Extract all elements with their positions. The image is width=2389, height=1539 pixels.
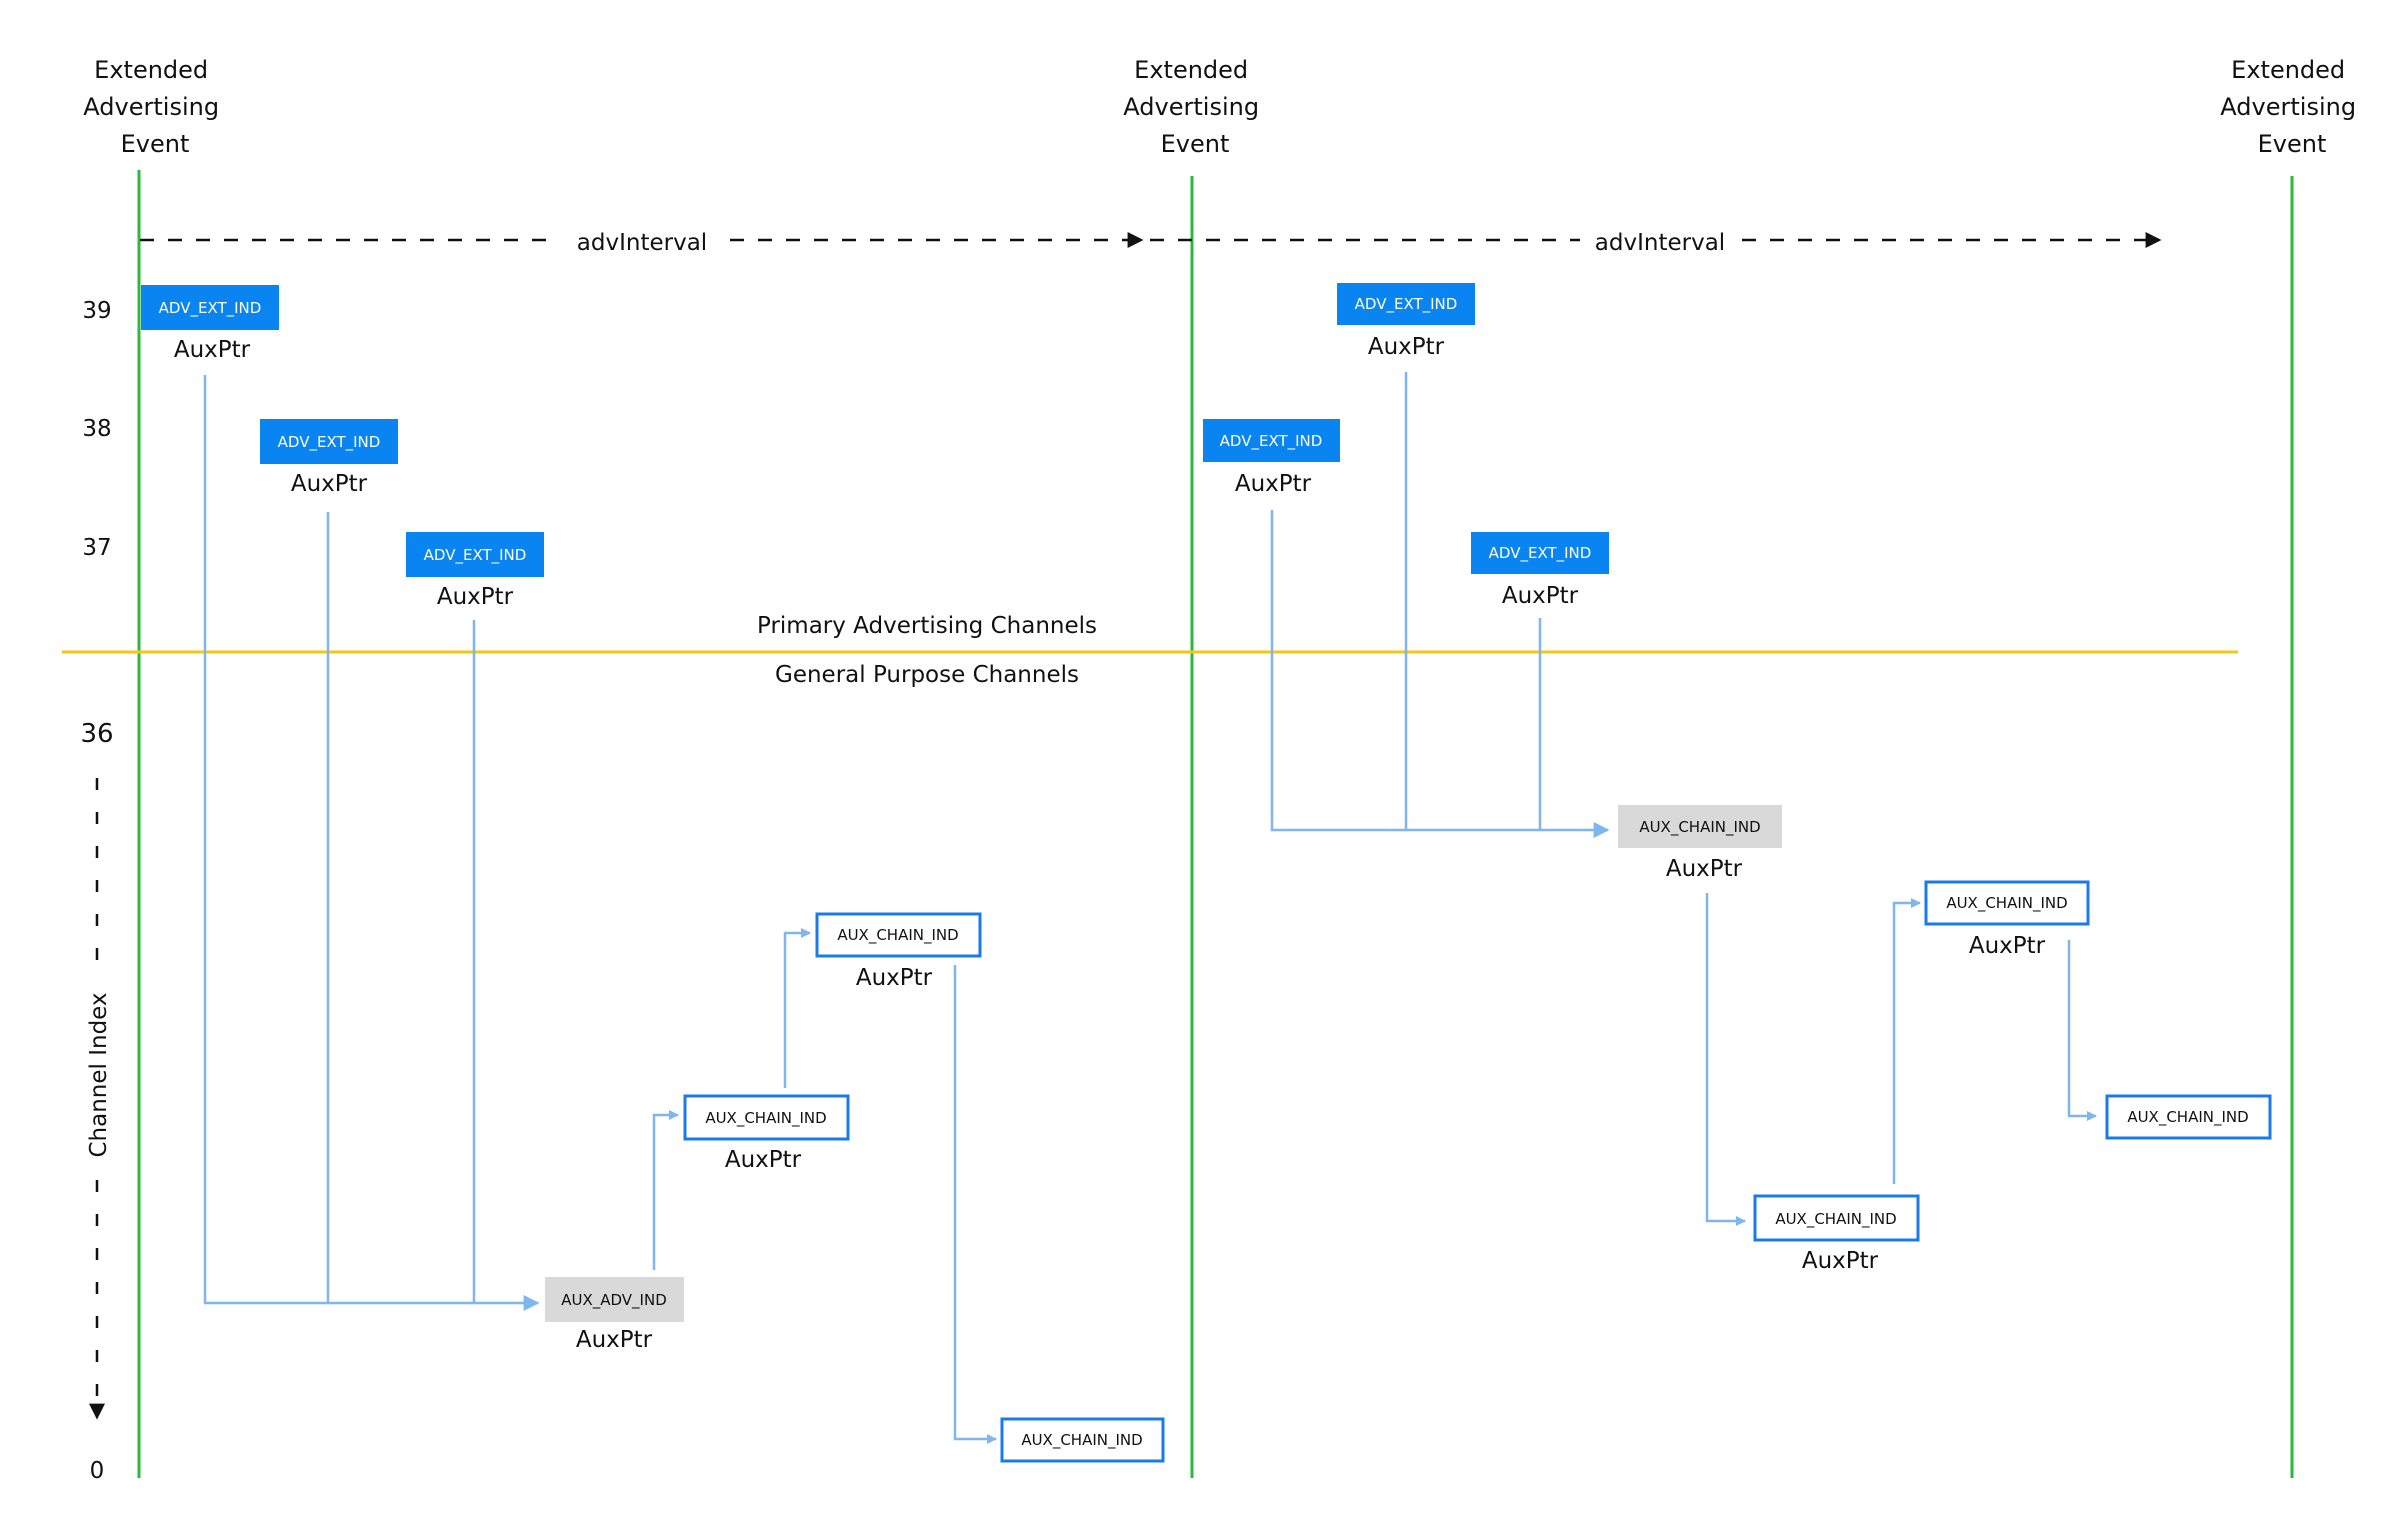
packet-adv-ext-ind-1: ADV_EXT_IND AuxPtr: [141, 285, 279, 363]
svg-text:AUX_CHAIN_IND: AUX_CHAIN_IND: [837, 926, 958, 945]
svg-text:AuxPtr: AuxPtr: [1368, 334, 1445, 360]
svg-text:ADV_EXT_IND: ADV_EXT_IND: [1220, 432, 1323, 451]
svg-text:AUX_CHAIN_IND: AUX_CHAIN_IND: [1775, 1210, 1896, 1229]
packet-adv-ext-ind-6: ADV_EXT_IND AuxPtr: [1471, 532, 1609, 609]
channel-tick-38: 38: [82, 416, 111, 442]
svg-text:AUX_CHAIN_IND: AUX_CHAIN_IND: [2127, 1108, 2248, 1127]
connector-1: [203, 375, 540, 1311]
channel-tick-39: 39: [82, 298, 111, 324]
svg-text:AuxPtr: AuxPtr: [1969, 933, 2046, 959]
packet-aux-chain-ind-7: AUX_CHAIN_IND: [2105, 1094, 2272, 1140]
connectors-event-2: [1270, 372, 2097, 1226]
event-label-2: Extended Advertising Event: [1123, 56, 1266, 158]
svg-text:AuxPtr: AuxPtr: [1802, 1248, 1879, 1274]
svg-text:ADV_EXT_IND: ADV_EXT_IND: [424, 546, 527, 565]
svg-text:AUX_CHAIN_IND: AUX_CHAIN_IND: [705, 1109, 826, 1128]
svg-text:ADV_EXT_IND: ADV_EXT_IND: [1489, 544, 1592, 563]
packet-adv-ext-ind-4: ADV_EXT_IND AuxPtr: [1337, 283, 1475, 360]
packet-aux-chain-ind-4: AUX_CHAIN_IND AuxPtr: [1618, 805, 1782, 882]
svg-text:AuxPtr: AuxPtr: [1235, 471, 1312, 497]
svg-text:ADV_EXT_IND: ADV_EXT_IND: [159, 299, 262, 318]
packet-aux-chain-ind-5: AUX_CHAIN_IND AuxPtr: [1753, 1194, 1920, 1274]
channel-tick-37: 37: [82, 535, 111, 561]
svg-text:AuxPtr: AuxPtr: [174, 337, 251, 363]
svg-text:AUX_CHAIN_IND: AUX_CHAIN_IND: [1639, 818, 1760, 837]
svg-text:ADV_EXT_IND: ADV_EXT_IND: [1355, 295, 1458, 314]
svg-text:AuxPtr: AuxPtr: [1666, 856, 1743, 882]
connector-5: [783, 928, 811, 1088]
svg-text:AUX_CHAIN_IND: AUX_CHAIN_IND: [1946, 894, 2067, 913]
svg-text:ADV_EXT_IND: ADV_EXT_IND: [278, 433, 381, 452]
svg-text:AuxPtr: AuxPtr: [856, 965, 933, 991]
channel-axis-label: Channel Index: [86, 992, 112, 1157]
packet-aux-chain-ind-3: AUX_CHAIN_IND: [1000, 1417, 1165, 1463]
packet-adv-ext-ind-2: ADV_EXT_IND AuxPtr: [260, 419, 398, 497]
svg-text:AuxPtr: AuxPtr: [437, 584, 514, 610]
adv-interval-label-1: advInterval: [577, 230, 707, 256]
svg-text:AUX_ADV_IND: AUX_ADV_IND: [561, 1291, 667, 1310]
adv-interval-label-2: advInterval: [1595, 230, 1725, 256]
connector-7: [1270, 510, 1610, 838]
connector-12: [2067, 940, 2097, 1121]
channel-tick-36: 36: [80, 719, 113, 749]
svg-text:AuxPtr: AuxPtr: [725, 1147, 802, 1173]
connector-10: [1705, 893, 1746, 1226]
connector-4: [652, 1110, 679, 1270]
svg-text:AuxPtr: AuxPtr: [576, 1327, 653, 1353]
svg-text:AuxPtr: AuxPtr: [291, 471, 368, 497]
event-label-1: Extended Advertising Event: [83, 56, 226, 158]
connectors-event-1: [203, 375, 997, 1444]
event-label-3: Extended Advertising Event: [2220, 56, 2363, 158]
packet-aux-chain-ind-2: AUX_CHAIN_IND AuxPtr: [815, 912, 982, 991]
packet-aux-chain-ind-6: AUX_CHAIN_IND AuxPtr: [1924, 880, 2090, 959]
packet-adv-ext-ind-3: ADV_EXT_IND AuxPtr: [406, 532, 544, 610]
general-channels-label: General Purpose Channels: [775, 662, 1079, 688]
packet-adv-ext-ind-5: ADV_EXT_IND AuxPtr: [1203, 419, 1340, 497]
channel-tick-0: 0: [90, 1458, 105, 1484]
connector-11: [1892, 898, 1921, 1184]
svg-text:AuxPtr: AuxPtr: [1502, 583, 1579, 609]
connector-6: [953, 965, 997, 1444]
svg-text:AUX_CHAIN_IND: AUX_CHAIN_IND: [1021, 1431, 1142, 1450]
packet-aux-chain-ind-1: AUX_CHAIN_IND AuxPtr: [683, 1094, 850, 1173]
packet-aux-adv-ind: AUX_ADV_IND AuxPtr: [545, 1277, 684, 1353]
primary-channels-label: Primary Advertising Channels: [757, 613, 1097, 639]
